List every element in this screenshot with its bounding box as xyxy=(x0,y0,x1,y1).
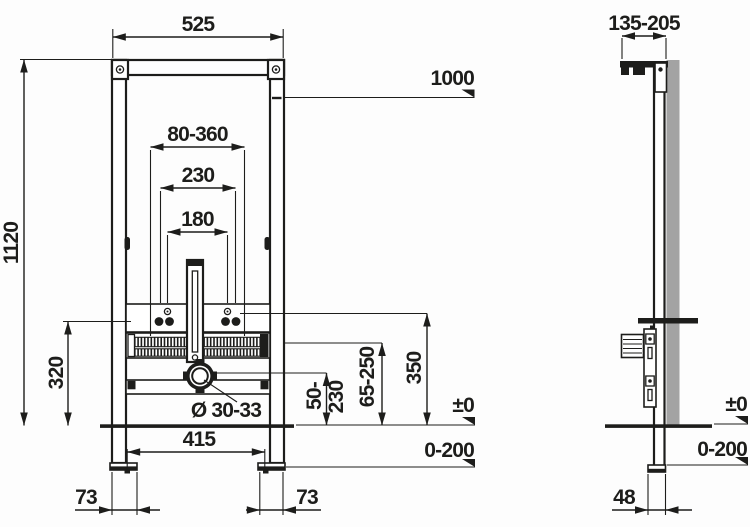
level-marker-icon xyxy=(462,459,475,467)
dim-range-230: 230 xyxy=(325,381,348,414)
front-left-foot xyxy=(109,462,138,474)
dim-top-width: 525 xyxy=(182,13,216,36)
dim-total-height: 1120 xyxy=(0,222,23,264)
front-top-bar xyxy=(110,58,286,77)
dim-range-65-250: 65-250 xyxy=(356,347,379,408)
dim-230: 230 xyxy=(182,164,215,187)
dim-level-zero-side: ±0 xyxy=(725,393,747,416)
dim-level-zero-front: ±0 xyxy=(452,394,474,417)
dim-level-1000: 1000 xyxy=(430,67,474,90)
drain-flange xyxy=(183,359,238,403)
rod-bracket-right xyxy=(260,334,269,357)
drain-leader-line xyxy=(203,379,238,403)
rail-clip-icon xyxy=(264,237,270,250)
bolt-hole-icon xyxy=(221,317,230,326)
level-marker-icon xyxy=(462,417,475,425)
rod-bracket-left xyxy=(127,333,136,358)
level-marker-icon xyxy=(461,89,475,98)
front-view-internals xyxy=(125,258,271,403)
level-marker-icon xyxy=(735,457,748,465)
front-view-frame xyxy=(100,58,294,474)
dim-range-0-200-side: 0-200 xyxy=(697,438,747,461)
floor-line-front xyxy=(100,424,294,428)
bolt-hole-icon xyxy=(231,317,241,326)
front-left-rail xyxy=(110,58,128,465)
floor-line-side xyxy=(605,424,712,428)
dim-foot-73-right: 73 xyxy=(296,486,318,509)
rail-clip-icon xyxy=(124,237,130,250)
side-view xyxy=(605,60,712,473)
dim-height-350: 350 xyxy=(403,352,426,385)
bolt-hole-icon xyxy=(165,317,174,326)
front-right-rail xyxy=(268,58,286,465)
support-arm xyxy=(638,318,698,324)
wall-section xyxy=(666,60,680,425)
dim-range-50: 50- xyxy=(303,381,326,410)
dim-height-320: 320 xyxy=(45,357,68,390)
dim-foot-73-left: 73 xyxy=(75,486,97,509)
dim-415: 415 xyxy=(183,428,217,451)
front-view-dimensions: 525 1120 320 80-360 230 180 xyxy=(0,13,475,515)
side-top-bracket xyxy=(620,61,668,93)
dim-range-0-200-front: 0-200 xyxy=(424,439,474,462)
dim-foot-48: 48 xyxy=(613,486,636,509)
dim-range-80-360: 80-360 xyxy=(167,123,228,146)
dim-180: 180 xyxy=(181,208,214,231)
front-right-foot xyxy=(257,462,286,474)
bolt-hole-icon xyxy=(154,317,164,326)
side-slotted-plate xyxy=(643,328,657,408)
side-foot xyxy=(647,464,667,473)
central-slot-bar xyxy=(185,258,205,364)
dim-depth-range: 135-205 xyxy=(608,12,681,35)
dim-drain-diameter: Ø 30-33 xyxy=(191,399,261,422)
level-marker-icon xyxy=(735,416,748,424)
side-view-dimensions: 135-205 48 ±0 0-200 xyxy=(608,12,748,515)
side-fixture-box xyxy=(620,333,645,359)
